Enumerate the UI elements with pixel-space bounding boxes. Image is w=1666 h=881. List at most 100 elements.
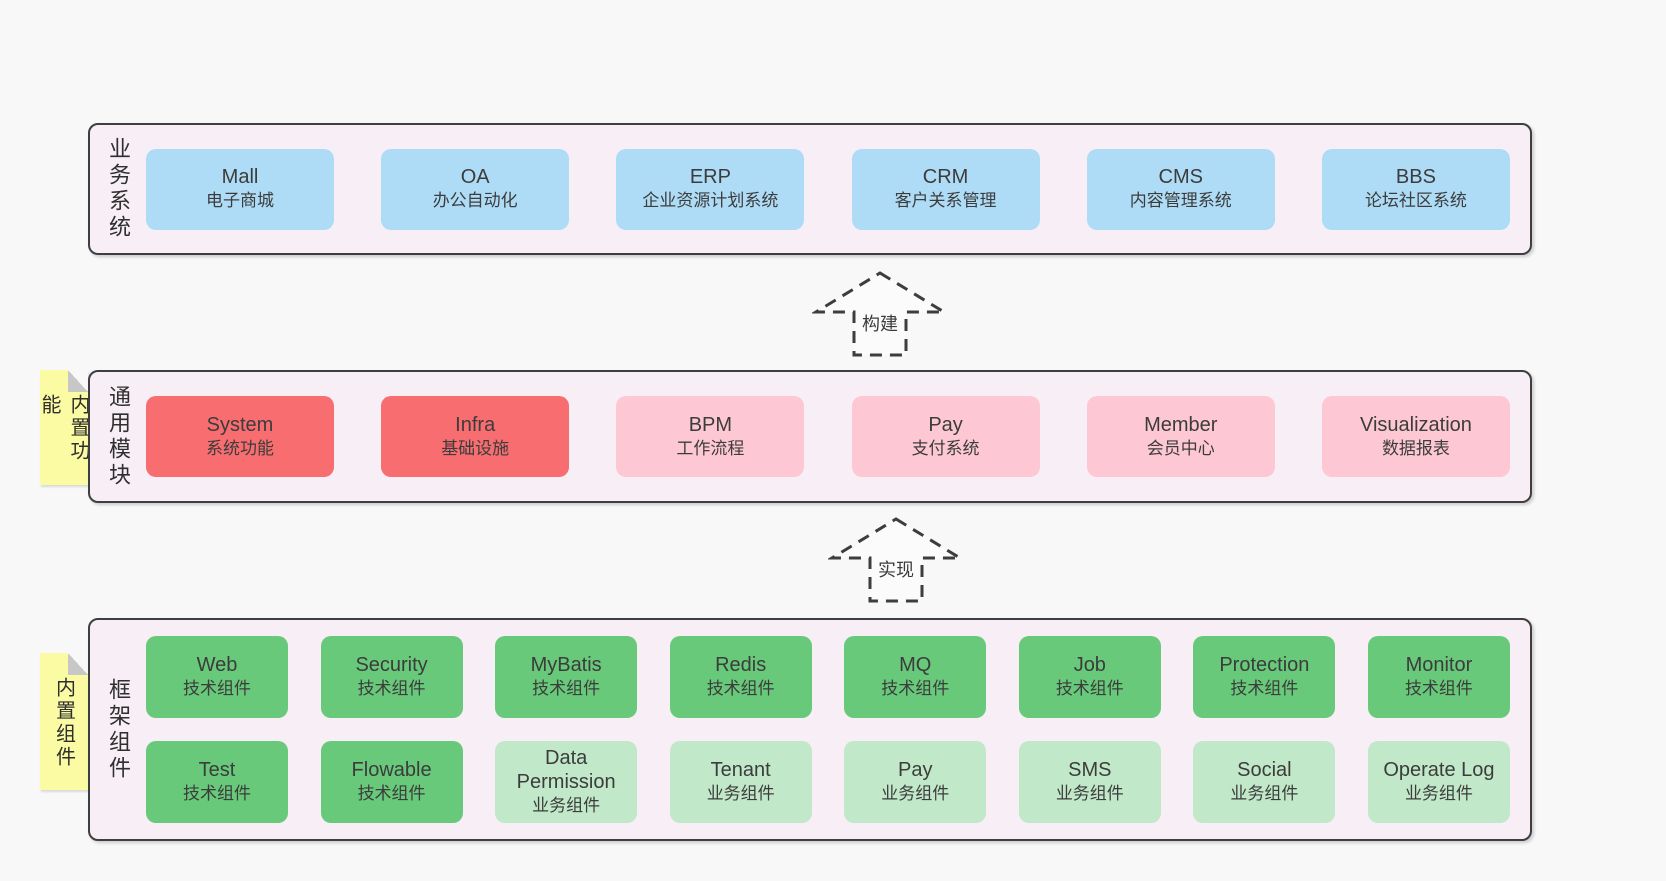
band-common-modules: 通用模块 System 系统功能 Infra 基础设施 BPM 工作流程 Pay bbox=[88, 370, 1532, 503]
band-label: 业务系统 bbox=[106, 137, 131, 241]
band-label-column: 框架组件 bbox=[90, 620, 146, 839]
folded-corner-icon bbox=[68, 653, 88, 675]
box-title: OA bbox=[460, 166, 490, 188]
band-row: Test 技术组件 Flowable 技术组件 Data Permission … bbox=[146, 741, 1510, 823]
box-system: System 系统功能 bbox=[146, 396, 334, 477]
box-title: Security bbox=[355, 654, 428, 676]
box-social: Social 业务组件 bbox=[1193, 741, 1336, 823]
box-subtitle: 数据报表 bbox=[1381, 438, 1450, 458]
sticky-note-builtin-features: 内置功能 bbox=[38, 370, 89, 485]
box-title: Web bbox=[196, 654, 238, 676]
box-subtitle: 业务组件 bbox=[1230, 784, 1299, 803]
box-subtitle: 技术组件 bbox=[706, 679, 775, 698]
box-bbs: BBS 论坛社区系统 bbox=[1321, 148, 1510, 230]
box-subtitle: 基础设施 bbox=[441, 438, 510, 458]
arrow-build-label: 构建 bbox=[859, 310, 901, 336]
box-crm: CRM 客户关系管理 bbox=[851, 148, 1040, 230]
box-member: Member 会员中心 bbox=[1086, 396, 1275, 477]
sticky-note-text: 内置组件 bbox=[52, 677, 75, 769]
box-mq: MQ 技术组件 bbox=[844, 636, 987, 718]
box-title: CRM bbox=[922, 166, 969, 188]
box-subtitle: 业务组件 bbox=[532, 796, 601, 815]
arrow-build: 构建 bbox=[812, 270, 948, 358]
box-subtitle: 技术组件 bbox=[357, 679, 426, 698]
box-subtitle: 业务组件 bbox=[706, 784, 775, 803]
band-row: Web 技术组件 Security 技术组件 MyBatis 技术组件 Redi… bbox=[146, 636, 1510, 718]
box-web: Web 技术组件 bbox=[146, 636, 288, 718]
box-title: Redis bbox=[715, 654, 767, 676]
box-bpm: BPM 工作流程 bbox=[616, 396, 805, 477]
box-pay-component: Pay 业务组件 bbox=[844, 741, 987, 823]
box-sms: SMS 业务组件 bbox=[1018, 741, 1161, 823]
box-subtitle: 技术组件 bbox=[532, 679, 601, 698]
box-infra: Infra 基础设施 bbox=[381, 396, 570, 477]
box-title: Flowable bbox=[351, 759, 432, 781]
box-title: CMS bbox=[1158, 166, 1203, 188]
box-tenant: Tenant 业务组件 bbox=[669, 741, 812, 823]
box-subtitle: 业务组件 bbox=[881, 784, 950, 803]
box-security: Security 技术组件 bbox=[320, 636, 463, 718]
box-protection: Protection 技术组件 bbox=[1193, 636, 1336, 718]
box-pay-system: Pay 支付系统 bbox=[851, 396, 1040, 477]
box-oa: OA 办公自动化 bbox=[381, 148, 570, 230]
box-title: Monitor bbox=[1405, 654, 1473, 676]
box-title: Protection bbox=[1219, 654, 1310, 676]
box-subtitle: 内容管理系统 bbox=[1129, 191, 1232, 210]
box-title: Infra bbox=[455, 413, 496, 436]
box-title: Pay bbox=[898, 759, 933, 781]
sticky-note-text: 内置功能 bbox=[38, 394, 89, 463]
box-subtitle: 工作流程 bbox=[676, 438, 745, 458]
box-subtitle: 技术组件 bbox=[1404, 679, 1473, 698]
sticky-note-builtin-components: 内置组件 bbox=[40, 653, 88, 790]
box-title: Test bbox=[198, 759, 236, 781]
box-subtitle: 系统功能 bbox=[206, 438, 274, 458]
box-subtitle: 企业资源计划系统 bbox=[642, 191, 779, 210]
box-title: ERP bbox=[689, 166, 731, 188]
box-subtitle: 技术组件 bbox=[1055, 679, 1124, 698]
arrow-implement: 实现 bbox=[828, 516, 964, 604]
box-subtitle: 业务组件 bbox=[1055, 784, 1124, 803]
box-title: Operate Log bbox=[1383, 759, 1495, 781]
box-title: Member bbox=[1144, 413, 1218, 436]
box-visualization: Visualization 数据报表 bbox=[1321, 396, 1510, 477]
box-subtitle: 客户关系管理 bbox=[894, 191, 997, 210]
box-title: Job bbox=[1073, 654, 1106, 676]
band-row: System 系统功能 Infra 基础设施 BPM 工作流程 Pay 支付系统… bbox=[146, 396, 1510, 477]
box-title: SMS bbox=[1068, 759, 1112, 781]
band-row: Mall 电子商城 OA 办公自动化 ERP 企业资源计划系统 CRM 客户关系… bbox=[146, 148, 1510, 230]
folded-corner-icon bbox=[68, 370, 88, 392]
box-title: System bbox=[206, 413, 274, 436]
box-test: Test 技术组件 bbox=[146, 741, 288, 823]
box-mall: Mall 电子商城 bbox=[146, 148, 334, 230]
box-job: Job 技术组件 bbox=[1018, 636, 1161, 718]
band-content: Web 技术组件 Security 技术组件 MyBatis 技术组件 Redi… bbox=[146, 620, 1530, 839]
box-subtitle: 业务组件 bbox=[1404, 784, 1473, 803]
box-title: Social bbox=[1237, 759, 1292, 781]
band-label: 框架组件 bbox=[106, 677, 131, 782]
box-flowable: Flowable 技术组件 bbox=[320, 741, 463, 823]
band-business-systems: 业务系统 Mall 电子商城 OA 办公自动化 ERP 企业资源计划系统 CRM bbox=[88, 123, 1532, 255]
box-title: Pay bbox=[928, 413, 963, 436]
box-title: Tenant bbox=[710, 759, 771, 781]
box-subtitle: 技术组件 bbox=[357, 784, 426, 803]
box-monitor: Monitor 技术组件 bbox=[1367, 636, 1510, 718]
band-content: Mall 电子商城 OA 办公自动化 ERP 企业资源计划系统 CRM 客户关系… bbox=[146, 125, 1530, 253]
band-framework-components: 框架组件 Web 技术组件 Security 技术组件 MyBatis 技术组件… bbox=[88, 618, 1532, 841]
box-subtitle: 技术组件 bbox=[183, 679, 251, 698]
box-redis: Redis 技术组件 bbox=[669, 636, 812, 718]
box-data-permission: Data Permission 业务组件 bbox=[495, 741, 638, 823]
band-content: System 系统功能 Infra 基础设施 BPM 工作流程 Pay 支付系统… bbox=[146, 372, 1530, 501]
box-erp: ERP 企业资源计划系统 bbox=[616, 148, 805, 230]
box-cms: CMS 内容管理系统 bbox=[1086, 148, 1275, 230]
box-subtitle: 办公自动化 bbox=[432, 191, 518, 210]
box-title: MyBatis bbox=[530, 654, 602, 676]
band-label-column: 业务系统 bbox=[90, 125, 146, 253]
arrow-implement-label: 实现 bbox=[875, 556, 917, 582]
box-title: Visualization bbox=[1359, 413, 1472, 436]
box-mybatis: MyBatis 技术组件 bbox=[495, 636, 638, 718]
box-title: Mall bbox=[221, 166, 259, 188]
box-subtitle: 技术组件 bbox=[881, 679, 950, 698]
box-subtitle: 技术组件 bbox=[183, 784, 251, 803]
box-title: BPM bbox=[688, 413, 733, 436]
